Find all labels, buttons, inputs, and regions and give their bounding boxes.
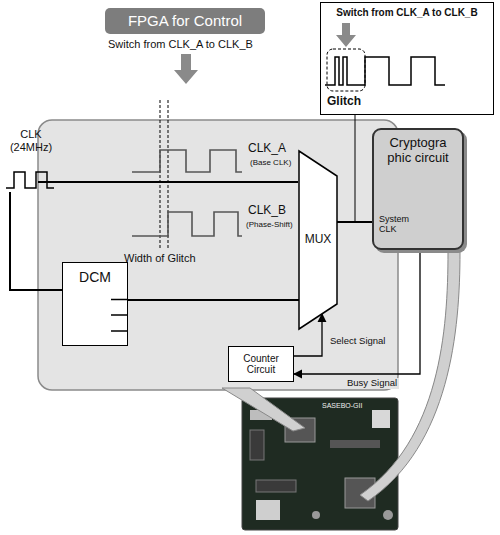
fpga-callout-wedge <box>222 388 305 431</box>
clk-a-waveform <box>132 150 242 172</box>
glitch-waveform <box>325 57 445 85</box>
node-text: System CLK <box>379 214 415 235</box>
annotation: Switch from CLK_A to CLK_B <box>108 38 253 51</box>
crypto-box: Cryptogra phic circuitSystem CLK <box>372 128 464 250</box>
board-part <box>250 430 264 460</box>
signal-note: (Phase-Shift) <box>246 220 293 229</box>
clock-waveform <box>6 172 54 188</box>
board-part <box>330 440 380 448</box>
board-part <box>256 500 280 520</box>
dcm-output-stub <box>111 330 127 332</box>
dcm-output-stub <box>111 299 127 301</box>
node-text: FPGA for Control <box>128 12 242 29</box>
node-text: DCM <box>79 269 111 285</box>
glitch-dashed-line <box>160 100 161 250</box>
node-text: MUX <box>305 233 332 247</box>
mux-outline <box>299 151 337 329</box>
signal-wire <box>128 299 299 301</box>
mux-trapezoid: MUX <box>298 150 338 330</box>
signal-name: CLK_A <box>248 142 286 156</box>
board-marking: SASEBO-GII <box>322 402 362 410</box>
dcm-output-stub <box>111 314 127 316</box>
clock-label: CLK (24MHz) <box>4 128 58 153</box>
inset-leader-line <box>355 115 356 222</box>
signal-name: CLK_B <box>248 204 286 218</box>
dimension-label: Width of Glitch <box>124 252 196 265</box>
counter-box: Counter Circuit <box>228 346 294 382</box>
clock-wire <box>10 192 62 290</box>
dcm-block: DCM <box>62 262 128 346</box>
node-text: Counter Circuit <box>232 353 290 376</box>
signal-label: Busy Signal <box>345 378 399 389</box>
node-text: Switch from CLK_A to CLK_B <box>321 7 493 19</box>
node-text: Cryptogra phic circuit <box>378 136 458 166</box>
signal-label: Select Signal <box>328 336 387 347</box>
fpga-region <box>38 120 398 390</box>
board-part <box>383 510 393 520</box>
board-part <box>312 511 320 519</box>
board-part <box>372 410 390 428</box>
node-text: Glitch <box>327 95 361 109</box>
board-pcb <box>242 398 398 530</box>
switch-arrow <box>174 54 198 84</box>
clk-b-waveform <box>132 212 242 236</box>
signal-wire <box>337 221 372 223</box>
switch-arrow <box>336 23 356 47</box>
title-tag: FPGA for Control <box>105 8 265 34</box>
board-photo <box>242 398 398 530</box>
board-part <box>256 480 296 492</box>
crypto-callout-band <box>360 252 460 501</box>
signal-note: (Base CLK) <box>250 158 291 167</box>
zoom-inset: Switch from CLK_A to CLK_B Glitch <box>320 2 494 115</box>
